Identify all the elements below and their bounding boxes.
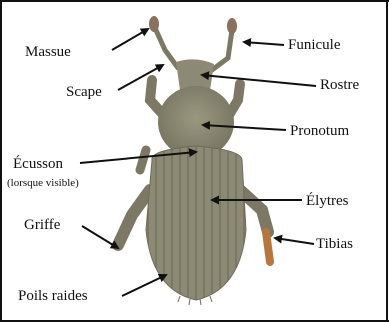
antenna-right [212, 30, 232, 70]
label-elytres: Élytres [306, 193, 349, 210]
label-pronotum: Pronotum [290, 123, 349, 140]
antenna-club-right [227, 18, 237, 34]
label-ecusson-note: (lorsque visible) [7, 177, 79, 189]
label-poils-raides: Poils raides [18, 288, 88, 305]
label-tibias: Tibias [316, 236, 353, 253]
antenna-club-left [149, 16, 159, 32]
label-scape: Scape [66, 84, 102, 101]
arrow-poils [122, 275, 166, 296]
hind-leg-left [118, 190, 150, 245]
label-funicule: Funicule [288, 37, 341, 54]
label-griffe: Griffe [24, 217, 60, 234]
arrow-rostre [202, 75, 316, 86]
arrow-funicule [244, 42, 284, 45]
tibia-right [266, 232, 270, 262]
label-massue: Massue [25, 44, 71, 61]
arrow-massue [112, 29, 148, 50]
tibia-left-mid [140, 150, 146, 170]
label-ecusson: Écusson [13, 156, 63, 173]
weevil-illustration [118, 16, 270, 305]
arrow-griffe [82, 226, 118, 248]
antenna-left [155, 28, 178, 68]
arrow-tibias [275, 238, 314, 244]
label-rostre: Rostre [320, 77, 359, 94]
